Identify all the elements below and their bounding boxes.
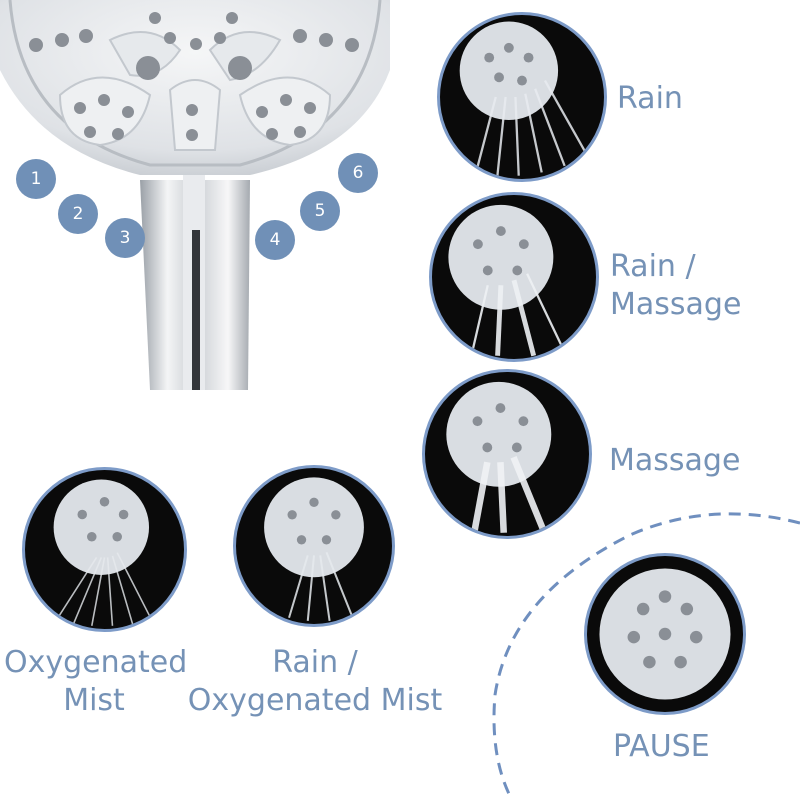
- shower-head-closeup: 1 2 3 4 5 6: [0, 0, 390, 390]
- pause-mode-label: PAUSE: [613, 729, 710, 764]
- pause-mode-image: [584, 553, 746, 715]
- spray-setting-badge-5: 5: [300, 191, 340, 231]
- rain-mode-image: [437, 12, 607, 182]
- rain-massage-mode-image: [429, 192, 599, 362]
- rain-oxygenated-mist-mode-label: Rain / Oxygenated Mist: [187, 645, 443, 718]
- shower-head-image: [0, 0, 390, 390]
- rain-mode-label: Rain: [617, 81, 683, 116]
- massage-mode-label: Massage: [609, 443, 741, 478]
- spray-setting-badge-4: 4: [255, 220, 295, 260]
- spray-setting-badge-6: 6: [338, 153, 378, 193]
- spray-setting-badge-2: 2: [58, 194, 98, 234]
- spray-setting-badge-1: 1: [16, 159, 56, 199]
- oxygenated-mist-mode-image: [22, 467, 187, 632]
- oxygenated-mist-mode-label: Oxygenated Mist: [4, 645, 188, 718]
- pause-dashed-arc: [492, 512, 800, 796]
- rain-massage-mode-label: Rain / Massage: [610, 249, 742, 322]
- rain-oxygenated-mist-mode-image: [233, 465, 395, 627]
- spray-setting-badge-3: 3: [105, 218, 145, 258]
- massage-mode-image: [422, 369, 592, 539]
